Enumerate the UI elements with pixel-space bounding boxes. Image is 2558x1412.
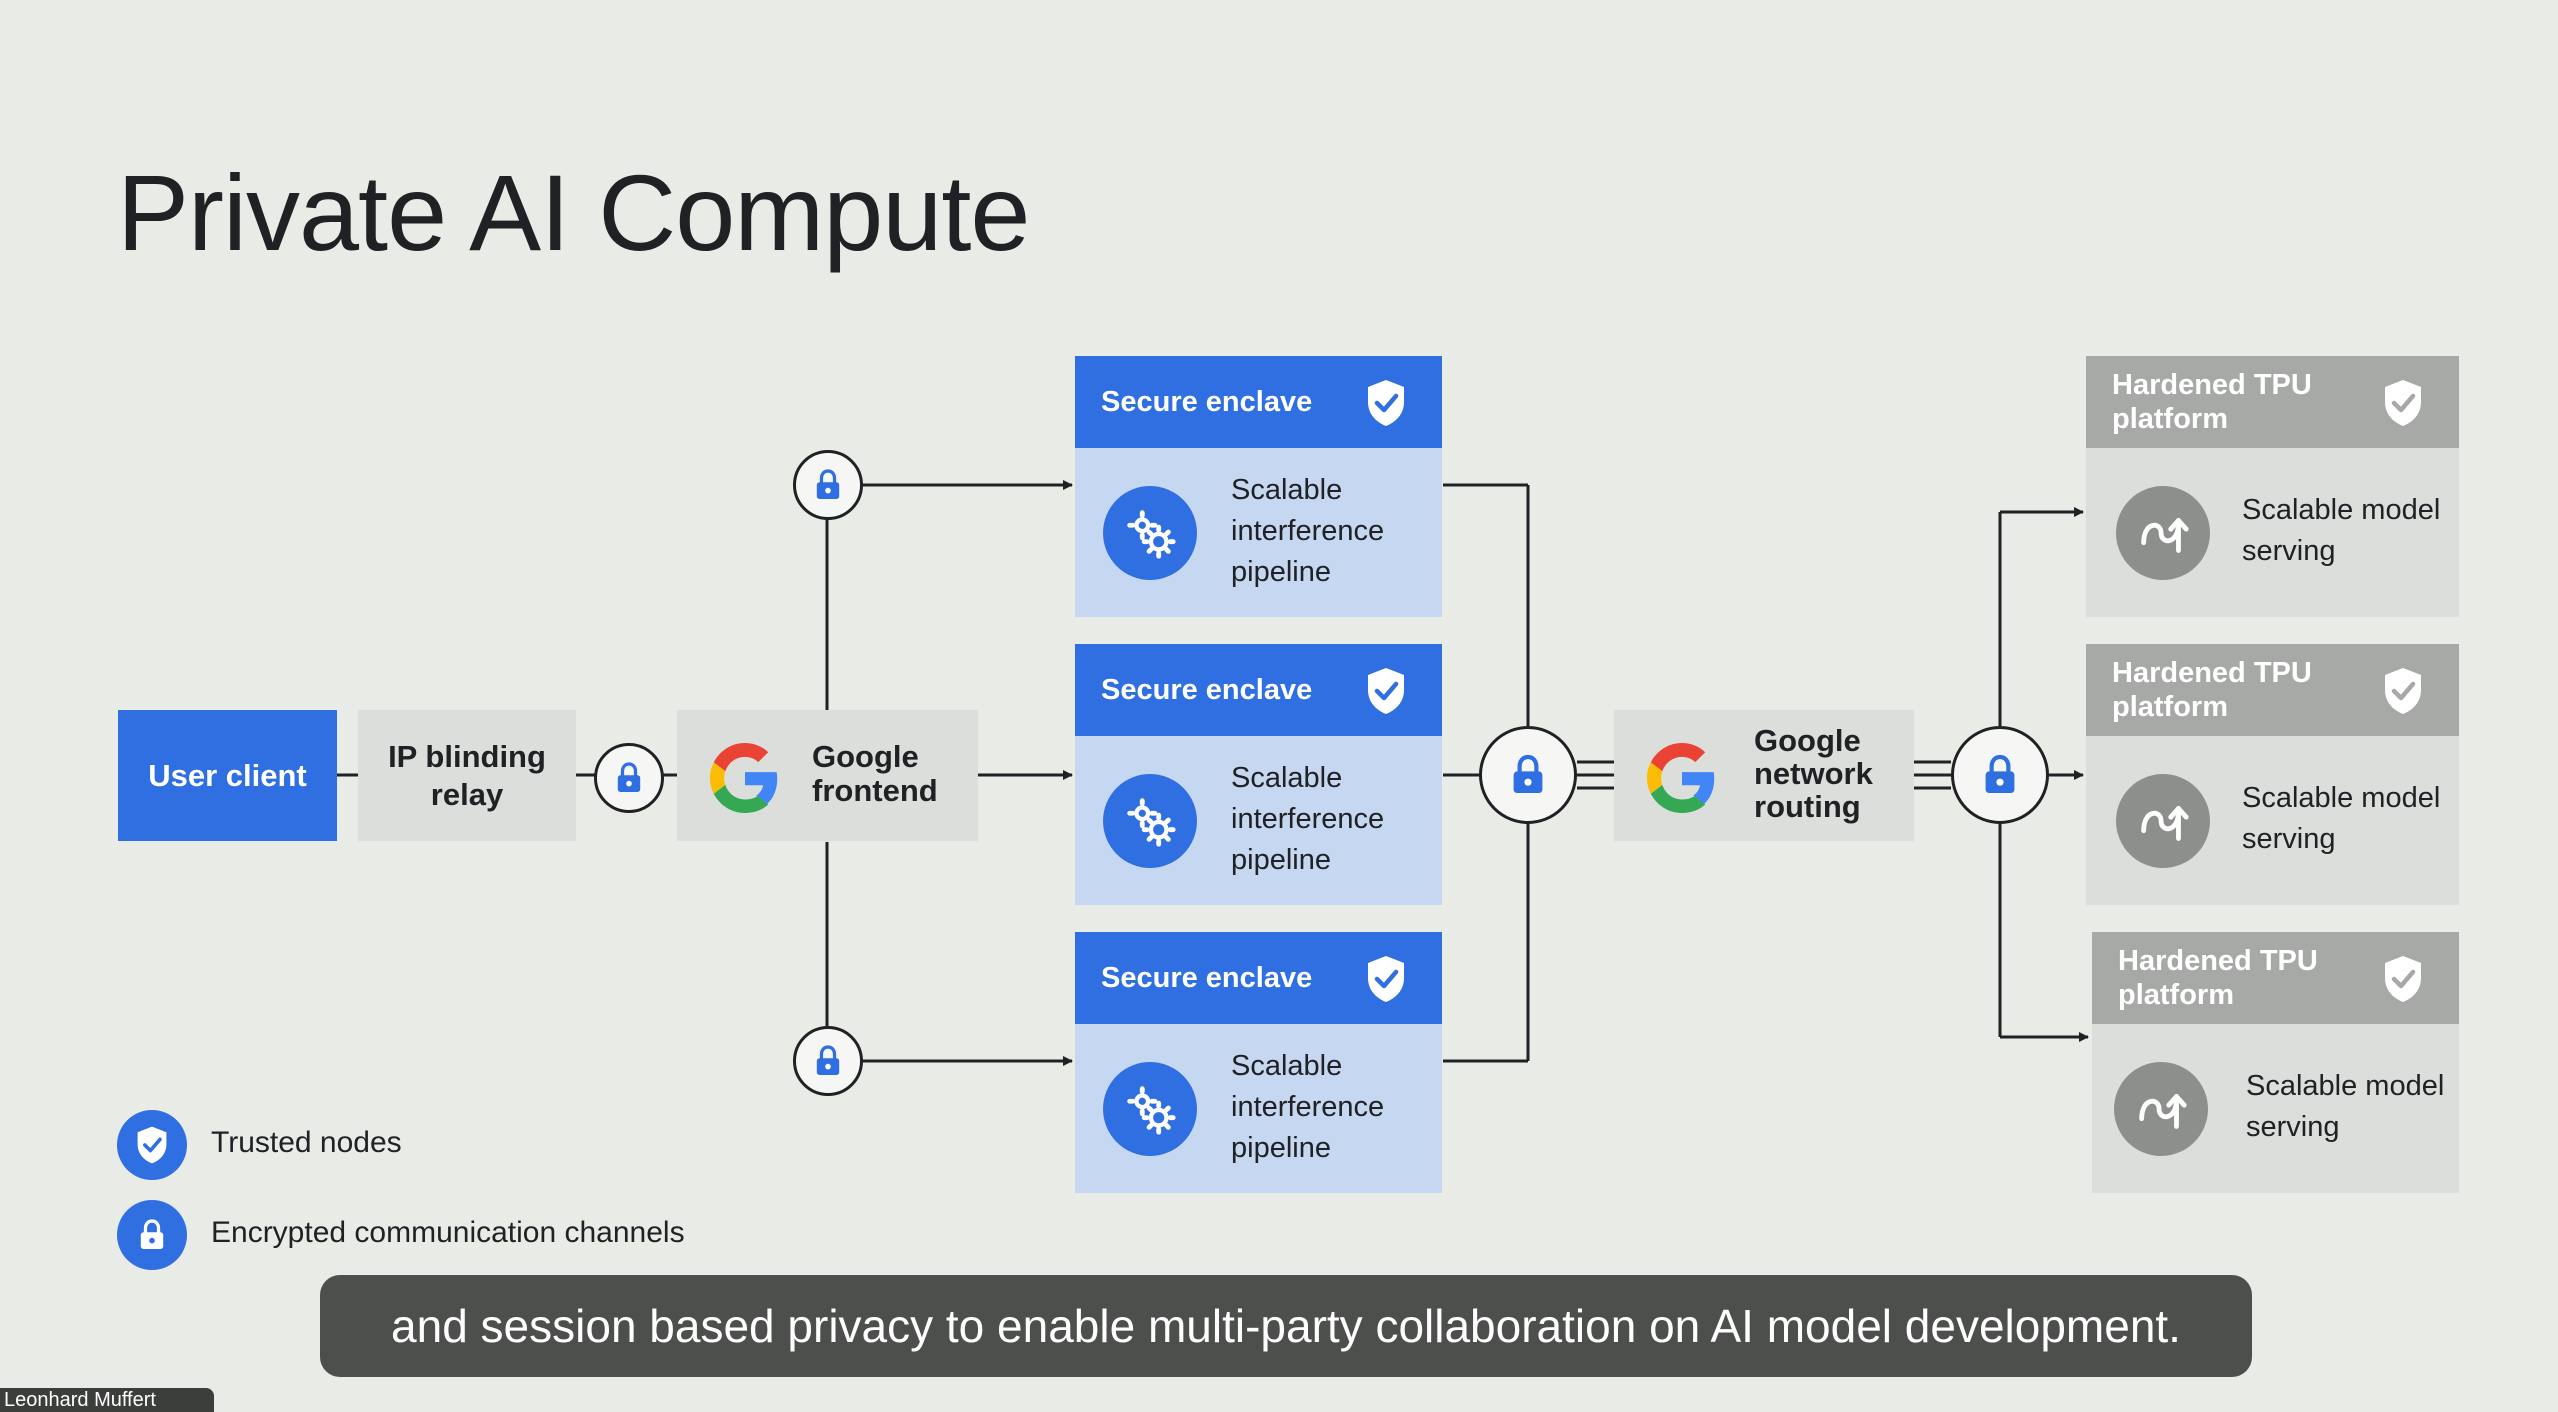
legend-encrypted-label: Encrypted communication channels <box>211 1216 685 1249</box>
tpu-platform-card: Hardened TPU platform Scalable model ser… <box>2086 356 2459 617</box>
gears-icon <box>1103 486 1197 580</box>
subtitle-caption: and session based privacy to enable mult… <box>320 1275 2252 1377</box>
card-header: Hardened TPU platform <box>2086 356 2459 448</box>
lock-icon <box>793 450 863 520</box>
tpu-platform-card: Hardened TPU platform Scalable model ser… <box>2086 644 2459 905</box>
speaker-name-tag: Leonhard Muffert <box>0 1388 214 1412</box>
gears-icon <box>1103 774 1197 868</box>
card-body-label: Scalable model serving <box>2246 1070 2445 1143</box>
ip-relay-label: IP blinding relay <box>388 738 546 812</box>
legend-trusted-label: Trusted nodes <box>211 1126 402 1159</box>
card-body-label: Scalable model serving <box>2242 782 2441 855</box>
user-client-label: User client <box>148 757 307 793</box>
card-body: Scalable model serving <box>2086 448 2459 617</box>
gears-icon <box>1103 1062 1197 1156</box>
google-network-routing-node: Google network routing <box>1614 710 1914 841</box>
card-body-label: Scalable interference pipeline <box>1231 1050 1385 1164</box>
lock-icon <box>594 743 664 813</box>
user-client-node: User client <box>118 710 337 841</box>
shield-check-icon <box>2381 378 2425 428</box>
shield-check-icon <box>1364 666 1408 716</box>
model-serving-icon <box>2114 1062 2208 1156</box>
shield-check-icon <box>2381 666 2425 716</box>
secure-enclave-card: Secure enclave Scalable interference pip… <box>1075 932 1442 1193</box>
card-body: Scalable interference pipeline <box>1075 736 1442 905</box>
google-frontend-node: Google frontend <box>677 710 978 841</box>
legend-trusted-icon <box>117 1110 187 1180</box>
card-header-label: Secure enclave <box>1101 674 1313 706</box>
card-header: Hardened TPU platform <box>2092 932 2459 1024</box>
google-logo-icon <box>1647 743 1717 813</box>
card-header-label: Secure enclave <box>1101 962 1313 994</box>
card-header: Hardened TPU platform <box>2086 644 2459 736</box>
model-serving-icon <box>2116 486 2210 580</box>
lock-icon <box>1479 726 1577 824</box>
card-body-label: Scalable interference pipeline <box>1231 762 1385 876</box>
shield-check-icon <box>1364 378 1408 428</box>
card-body-label: Scalable model serving <box>2242 494 2441 567</box>
card-header-label: Hardened TPU platform <box>2118 945 2318 1011</box>
shield-check-icon <box>2381 954 2425 1004</box>
card-header-label: Hardened TPU platform <box>2112 657 2312 723</box>
card-header: Secure enclave <box>1075 644 1442 736</box>
card-header: Secure enclave <box>1075 356 1442 448</box>
ip-blinding-relay-node: IP blinding relay <box>358 710 576 841</box>
card-body-label: Scalable interference pipeline <box>1231 474 1385 588</box>
card-header: Secure enclave <box>1075 932 1442 1024</box>
tpu-platform-card: Hardened TPU platform Scalable model ser… <box>2092 932 2459 1193</box>
card-body: Scalable model serving <box>2092 1024 2459 1193</box>
google-logo-icon <box>710 743 780 813</box>
legend-encrypted-icon <box>117 1200 187 1270</box>
page-title: Private AI Compute <box>117 152 1030 273</box>
card-header-label: Hardened TPU platform <box>2112 369 2312 435</box>
card-body: Scalable model serving <box>2086 736 2459 905</box>
lock-icon <box>793 1026 863 1096</box>
lock-icon <box>1951 726 2049 824</box>
model-serving-icon <box>2116 774 2210 868</box>
card-body: Scalable interference pipeline <box>1075 448 1442 617</box>
secure-enclave-card: Secure enclave Scalable interference pip… <box>1075 356 1442 617</box>
card-header-label: Secure enclave <box>1101 386 1313 418</box>
card-body: Scalable interference pipeline <box>1075 1024 1442 1193</box>
shield-check-icon <box>1364 954 1408 1004</box>
google-frontend-label: Google frontend <box>812 739 938 808</box>
network-routing-label: Google network routing <box>1754 723 1873 824</box>
secure-enclave-card: Secure enclave Scalable interference pip… <box>1075 644 1442 905</box>
